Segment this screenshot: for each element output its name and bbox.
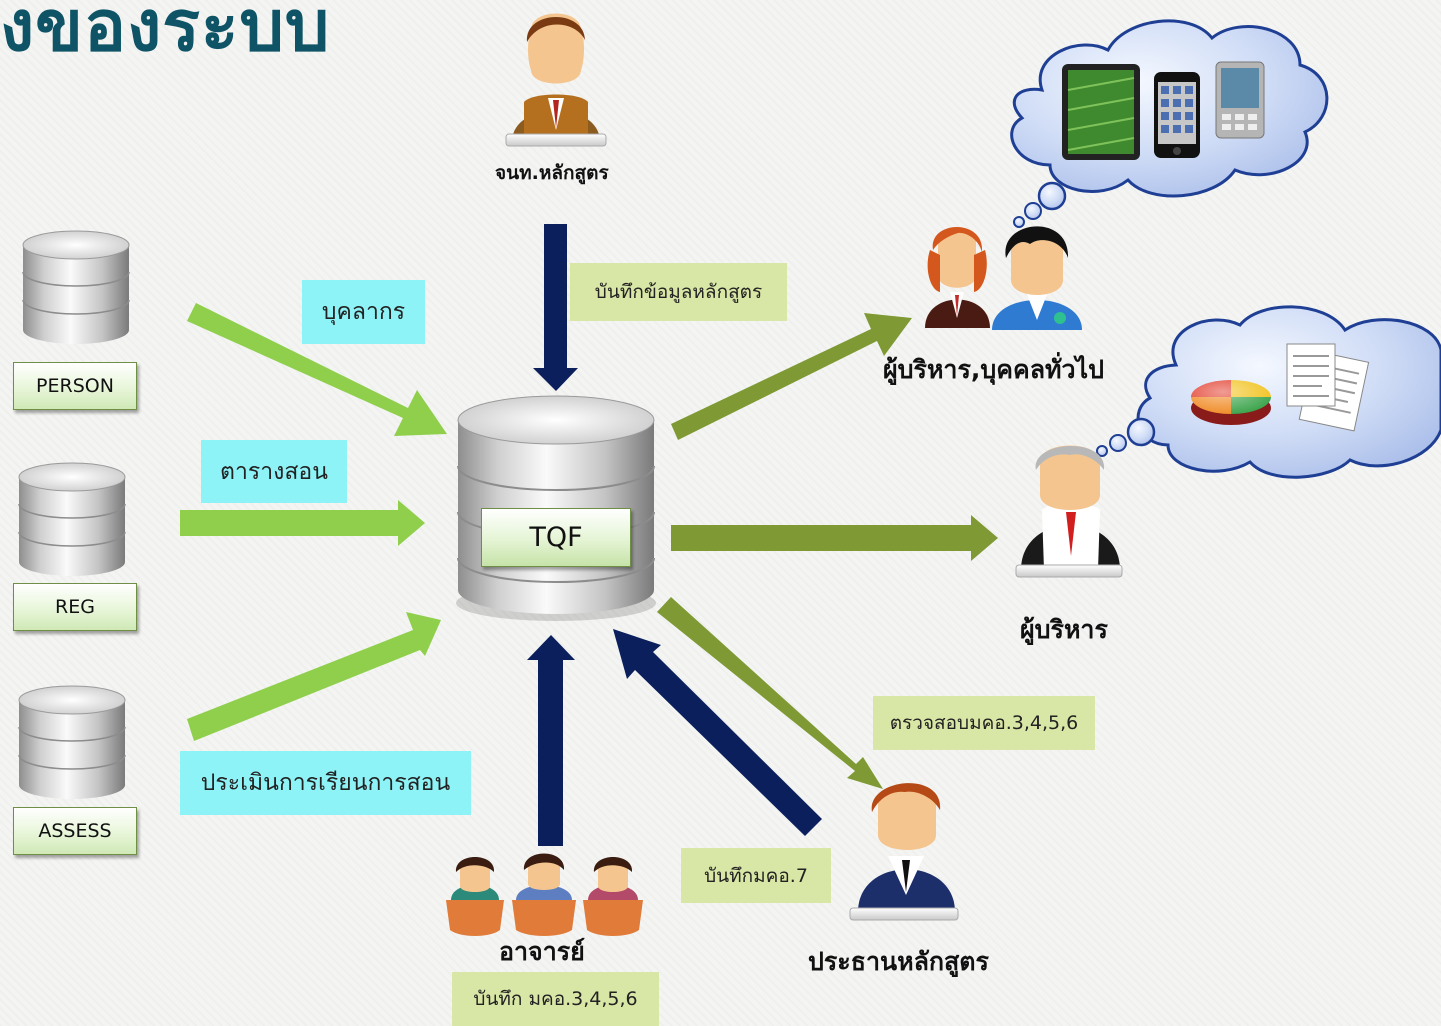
flow-label-check-tqf: ตรวจสอบมคอ.3,4,5,6 [873,696,1095,750]
arrow-lecturers-to-tqf [527,635,575,846]
executive-avatar-icon [1015,445,1123,578]
page-title: งของระบบ [0,0,331,67]
arrow-tqf-to-executives-public [671,313,912,440]
flow-label-personnel: บุคลากร [302,280,425,344]
database-label-reg: REG [13,583,137,631]
tqf-center-label: TQF [481,508,631,567]
arrow-personnel-to-tqf [187,303,447,436]
arrow-schedule-to-tqf [180,500,425,546]
database-label-person: PERSON [13,362,137,410]
actor-label-program-chair: ประธานหลักสูตร [808,947,989,976]
actor-label-executive: ผู้บริหาร [1020,615,1108,644]
arrow-staff-to-tqf [533,224,578,391]
reports-icon [1191,343,1370,432]
arrow-chair-to-tqf [613,629,822,836]
database-cylinder-icon-assess [18,685,126,799]
lecturers-avatar-icon [446,853,643,936]
flow-label-save-tqf7: บันทึกมคอ.7 [681,848,831,903]
arrow-tqf-to-executive [671,515,998,561]
flow-label-evaluation: ประเมินการเรียนการสอน [180,751,471,815]
flow-label-save-curriculum: บันทึกข้อมูลหลักสูตร [570,263,787,321]
flow-label-schedule: ตารางสอน [201,440,347,503]
database-cylinder-icon-person [22,230,130,344]
database-cylinder-icon-reg [18,462,126,576]
arrow-tqf-to-program-chair [657,597,883,789]
curriculum-staff-avatar-icon [505,13,607,147]
flow-label-save-tqf: บันทึก มคอ.3,4,5,6 [452,972,659,1026]
arrow-evaluation-to-tqf [187,612,441,741]
actor-label-executives-public: ผู้บริหาร,บุคคลทั่วไป [883,355,1104,384]
actor-label-lecturers: อาจารย์ [499,937,585,966]
actor-label-curriculum-staff: จนท.หลักสูตร [495,162,609,184]
executives-public-avatar-icon [925,226,1082,330]
database-label-assess: ASSESS [13,807,137,855]
mobile-devices-icon [1062,61,1265,160]
program-chair-avatar-icon [849,783,959,921]
